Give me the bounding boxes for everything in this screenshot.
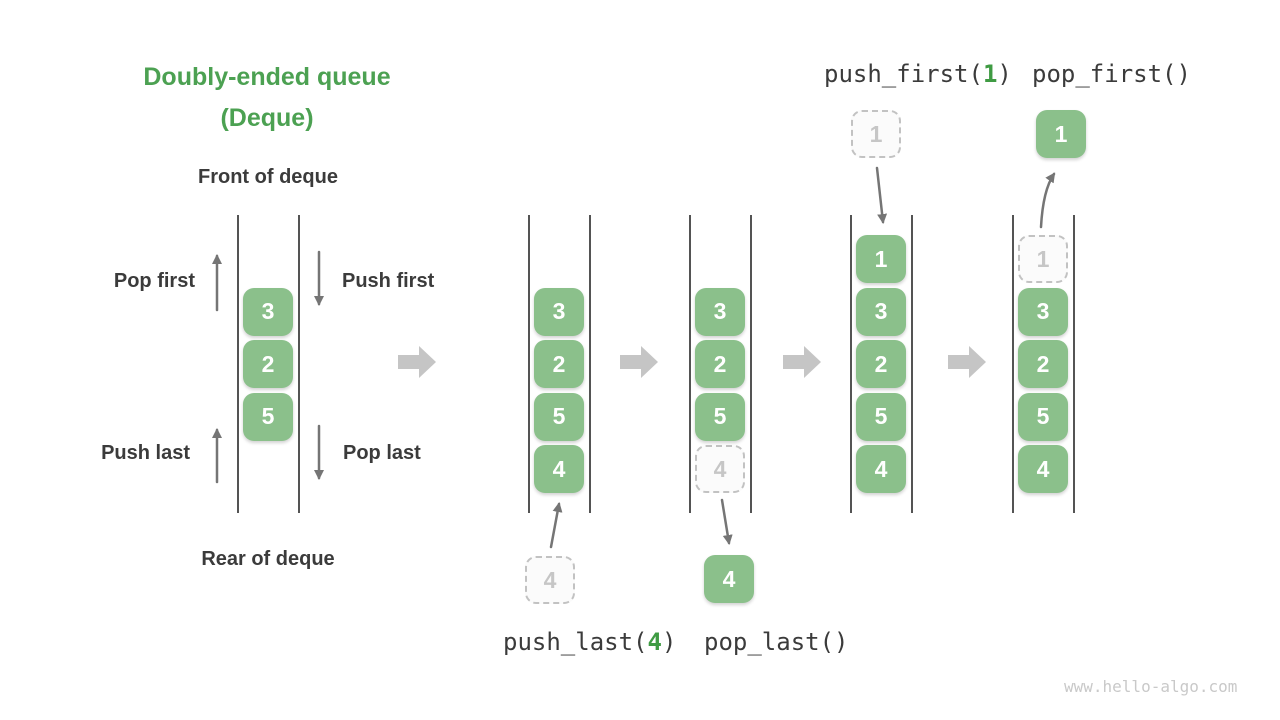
queue-cell-3: 3 <box>243 287 293 336</box>
queue-cell-3: 3 <box>695 287 745 336</box>
op-text: ) <box>997 60 1012 88</box>
step-arrow-icon <box>948 346 986 378</box>
op-text: pop_last() <box>704 628 849 656</box>
push-first-label: Push first <box>342 270 435 292</box>
deque-initial <box>236 215 300 513</box>
diagram-title-line2: (Deque) <box>220 104 314 132</box>
queue-cell-5: 5 <box>1018 392 1068 441</box>
queue-cell-3: 3 <box>534 287 584 336</box>
queue-cell-5: 5 <box>695 392 745 441</box>
queue-cell-2: 2 <box>534 340 584 388</box>
queue-cell-4: 4 <box>695 445 745 493</box>
queue-cell-1: 1 <box>856 235 906 283</box>
queue-cell-1: 1 <box>1018 235 1068 283</box>
op-arg-value: 4 <box>647 628 662 656</box>
queue-cell-5: 5 <box>856 392 906 441</box>
queue-cell-4: 4 <box>856 445 906 493</box>
queue-cell-2: 2 <box>1018 340 1068 388</box>
popped-value-1: 1 <box>1036 110 1086 158</box>
push-first-operation-label: push_first(1) <box>824 60 1012 88</box>
queue-cell-4: 4 <box>534 445 584 493</box>
deque-after-push-last <box>527 215 591 513</box>
queue-cell-2: 2 <box>695 340 745 388</box>
push-last-operation-label: push_last(4) <box>503 628 676 656</box>
incoming-value-4: 4 <box>525 556 575 604</box>
diagram-title: Doubly-ended queue (Deque) <box>97 57 437 139</box>
incoming-value-1: 1 <box>851 110 901 158</box>
op-text: ) <box>661 628 677 656</box>
queue-cell-3: 3 <box>856 287 906 336</box>
op-text: push_last( <box>503 628 648 656</box>
op-text: push_first( <box>824 60 983 88</box>
step-arrow-icon <box>620 346 658 378</box>
push-last-label: Push last <box>101 442 190 464</box>
deque-after-pop-last <box>688 215 752 513</box>
site-watermark: www.hello-algo.com <box>1064 677 1238 696</box>
deque-after-push-first <box>849 215 913 513</box>
diagram-title-line1: Doubly-ended queue <box>143 63 391 91</box>
queue-cell-2: 2 <box>856 340 906 388</box>
pop-last-operation-label: pop_last() <box>704 628 849 656</box>
step-arrow-icon <box>783 346 821 378</box>
op-arg-value: 1 <box>982 60 998 88</box>
pop-first-label: Pop first <box>113 270 195 292</box>
queue-cell-5: 5 <box>534 392 584 441</box>
front-of-deque-label: Front of deque <box>198 166 338 188</box>
queue-cell-3: 3 <box>1018 287 1068 336</box>
popped-value-4: 4 <box>704 555 754 603</box>
step-arrow-icon <box>398 346 436 378</box>
pop-last-label: Pop last <box>343 442 421 464</box>
deque-after-pop-first <box>1011 215 1075 513</box>
pop-first-operation-label: pop_first() <box>1032 60 1191 88</box>
op-text: pop_first() <box>1032 60 1191 88</box>
rear-of-deque-label: Rear of deque <box>201 548 335 570</box>
push-first-connector-arrow-icon <box>875 166 888 224</box>
queue-cell-4: 4 <box>1018 445 1068 493</box>
queue-cell-2: 2 <box>243 340 293 388</box>
queue-cell-5: 5 <box>243 392 293 441</box>
